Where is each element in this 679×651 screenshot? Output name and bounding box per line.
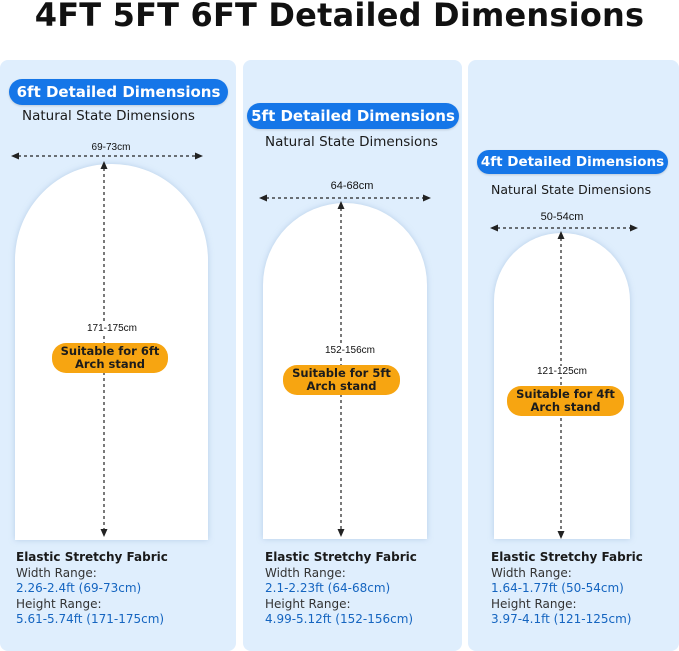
panel-5ft-header: 5ft Detailed Dimensions	[247, 103, 459, 129]
panel-6ft-specs: Elastic Stretchy Fabric Width Range: 2.2…	[16, 550, 168, 628]
panel-5ft-width-range-value: 2.1-2.23ft (64-68cm)	[265, 581, 391, 595]
panel-4ft-badge-line2: Arch stand	[530, 400, 601, 414]
panel-4ft-subheader: Natural State Dimensions	[491, 182, 652, 197]
panel-4ft-width-range-label: Width Range:	[491, 565, 572, 580]
panel-6ft-height-range-label: Height Range:	[16, 596, 102, 611]
panel-4ft-height-label: 121-125cm	[522, 366, 602, 377]
panel-5ft-height-range-value: 4.99-5.12ft (152-156cm)	[265, 612, 414, 626]
panel-6ft-fabric: Elastic Stretchy Fabric	[16, 550, 168, 564]
page-title: 4FT 5FT 6FT Detailed Dimensions	[34, 0, 645, 34]
panel-6ft-subheader: Natural State Dimensions	[22, 108, 195, 124]
panel-4ft-width-range-value: 1.64-1.77ft (50-54cm)	[491, 581, 624, 595]
panel-5ft-specs: Elastic Stretchy Fabric Width Range: 2.1…	[265, 550, 417, 628]
panel-5ft-width-label: 64-68cm	[330, 180, 374, 192]
panel-4ft-header: 4ft Detailed Dimensions	[477, 150, 668, 174]
panel-4ft-specs: Elastic Stretchy Fabric Width Range: 1.6…	[491, 550, 643, 628]
panel-6ft-suitable-badge: Suitable for 6ft Arch stand	[52, 343, 168, 373]
panel-6ft-badge-line2: Arch stand	[74, 357, 146, 371]
panel-5ft-fabric: Elastic Stretchy Fabric	[265, 550, 417, 564]
panel-6ft-header: 6ft Detailed Dimensions	[9, 79, 228, 105]
panel-5ft-height-label: 152-156cm	[308, 345, 392, 356]
panel-4ft-height-range-value: 3.97-4.1ft (121-125cm)	[491, 612, 632, 626]
panel-5ft-width-range-label: Width Range:	[265, 565, 346, 580]
panel-4ft-fabric: Elastic Stretchy Fabric	[491, 550, 643, 564]
panel-6ft-badge-line1: Suitable for 6ft	[60, 344, 160, 358]
panel-5ft-badge-line2: Arch stand	[306, 379, 377, 393]
panel-5ft-height-range-label: Height Range:	[265, 596, 351, 611]
panel-4ft-height-range-label: Height Range:	[491, 596, 577, 611]
panel-6ft-width-range-label: Width Range:	[16, 565, 97, 580]
panel-5ft-subheader: Natural State Dimensions	[265, 134, 438, 150]
panel-6ft-width-arrow	[11, 152, 203, 160]
panel-4ft-badge-line1: Suitable for 4ft	[516, 387, 615, 401]
panel-4ft-width-label: 50-54cm	[540, 211, 584, 223]
panel-6ft-width-range-value: 2.26-2.4ft (69-73cm)	[16, 581, 142, 595]
panel-5ft-height-arrow	[337, 201, 345, 537]
panel-4ft-height-arrow	[557, 231, 565, 539]
panel-5ft-badge-line1: Suitable for 5ft	[292, 366, 391, 380]
panel-6ft-height-range-value: 5.61-5.74ft (171-175cm)	[16, 612, 165, 626]
panel-4ft-width-arrow	[490, 224, 638, 232]
panel-6ft-width-label: 69-73cm	[91, 142, 131, 153]
panel-6ft-height-label: 171-175cm	[70, 323, 154, 334]
panel-5ft-suitable-badge: Suitable for 5ft Arch stand	[283, 365, 400, 395]
panel-4ft-suitable-badge: Suitable for 4ft Arch stand	[507, 386, 624, 416]
panel-5ft-width-arrow	[259, 194, 431, 202]
